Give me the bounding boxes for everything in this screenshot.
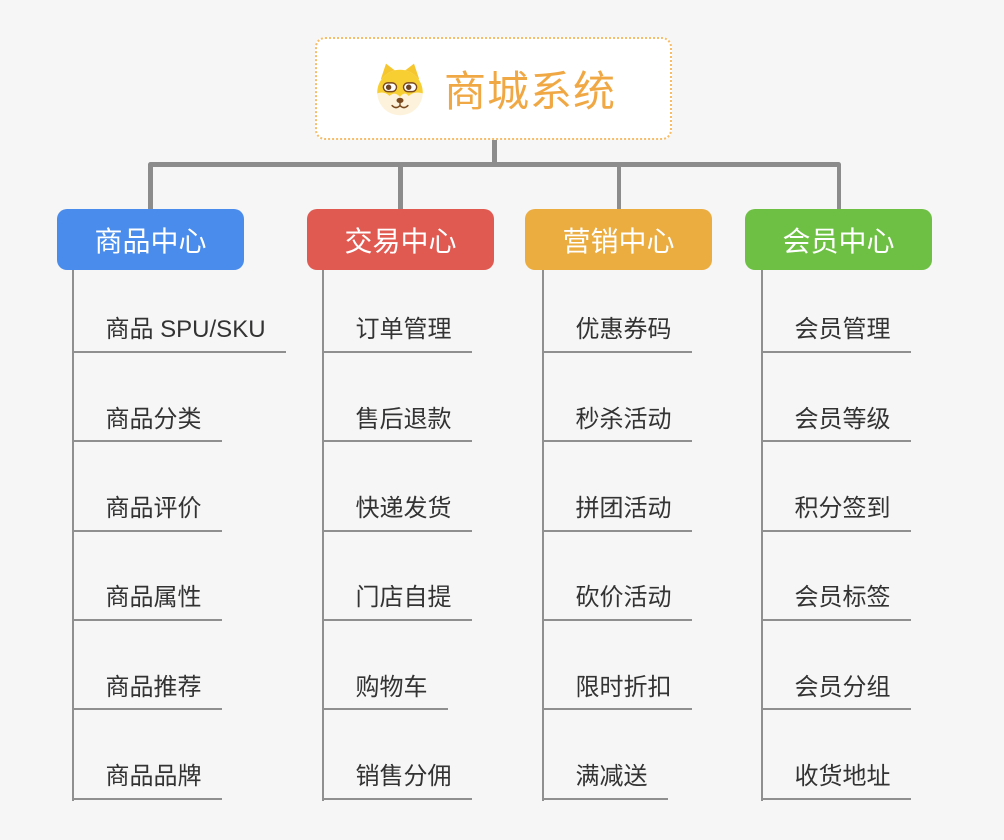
leaf-node-coupon-code[interactable]: 优惠券码: [541, 316, 692, 353]
dog-face-icon: [371, 61, 429, 117]
connector-spine-marketing: [541, 270, 544, 801]
leaf-row: 会员分组: [760, 621, 911, 711]
leaf-node-member-group[interactable]: 会员分组: [760, 674, 911, 711]
leaf-column-trade: 订单管理 售后退款 快递发货 门店自提 购物车 销售分佣: [321, 264, 472, 800]
connector-drop-trade: [398, 164, 403, 210]
leaf-node-shopping-cart[interactable]: 购物车: [321, 674, 448, 711]
leaf-row: 会员等级: [760, 353, 911, 443]
leaf-row: 拼团活动: [541, 442, 692, 532]
leaf-node-member-management[interactable]: 会员管理: [760, 316, 911, 353]
leaf-node-express-shipping[interactable]: 快递发货: [321, 495, 472, 532]
leaf-row: 满减送: [541, 710, 692, 800]
leaf-row: 商品属性: [71, 532, 286, 622]
leaf-node-product-brand[interactable]: 商品品牌: [71, 763, 222, 800]
connector-drop-member: [836, 164, 841, 210]
leaf-node-full-reduction[interactable]: 满减送: [541, 763, 668, 800]
branch-node-trade-center[interactable]: 交易中心: [307, 209, 494, 270]
leaf-row: 商品品牌: [71, 710, 286, 800]
connector-horizontal-bar: [148, 162, 841, 167]
connector-spine-member: [760, 270, 763, 801]
leaf-row: 快递发货: [321, 442, 472, 532]
leaf-node-store-pickup[interactable]: 门店自提: [321, 584, 472, 622]
connector-spine-product: [71, 270, 74, 801]
branch-node-marketing-center[interactable]: 营销中心: [525, 209, 712, 270]
root-title: 商城系统: [443, 68, 616, 115]
leaf-row: 商品 SPU/SKU: [71, 264, 286, 353]
leaf-row: 秒杀活动: [541, 353, 692, 443]
leaf-node-flash-sale[interactable]: 秒杀活动: [541, 406, 692, 443]
leaf-node-aftersale-refund[interactable]: 售后退款: [321, 406, 472, 443]
leaf-row: 砍价活动: [541, 532, 692, 622]
leaf-row: 积分签到: [760, 442, 911, 532]
leaf-node-product-attribute[interactable]: 商品属性: [71, 584, 222, 622]
connector-drop-marketing: [616, 164, 621, 210]
leaf-node-product-category[interactable]: 商品分类: [71, 406, 222, 443]
leaf-column-member: 会员管理 会员等级 积分签到 会员标签 会员分组 收货地址: [760, 264, 911, 800]
leaf-node-points-checkin[interactable]: 积分签到: [760, 495, 911, 532]
leaf-column-product: 商品 SPU/SKU 商品分类 商品评价 商品属性 商品推荐 商品品牌: [71, 264, 286, 800]
leaf-node-member-level[interactable]: 会员等级: [760, 406, 911, 443]
leaf-node-member-tag[interactable]: 会员标签: [760, 584, 911, 622]
leaf-row: 商品评价: [71, 442, 286, 532]
leaf-row: 售后退款: [321, 353, 472, 443]
branch-node-member-center[interactable]: 会员中心: [745, 209, 932, 270]
leaf-node-time-discount[interactable]: 限时折扣: [541, 674, 692, 711]
leaf-node-bargain[interactable]: 砍价活动: [541, 584, 692, 622]
connector-root-stub: [492, 140, 497, 164]
leaf-row: 订单管理: [321, 264, 472, 353]
leaf-node-order-management[interactable]: 订单管理: [321, 316, 472, 353]
leaf-row: 会员管理: [760, 264, 911, 353]
connector-spine-trade: [321, 270, 324, 801]
leaf-node-shipping-address[interactable]: 收货地址: [760, 763, 911, 800]
leaf-node-product-review[interactable]: 商品评价: [71, 495, 222, 532]
leaf-row: 销售分佣: [321, 710, 472, 800]
leaf-node-product-recommend[interactable]: 商品推荐: [71, 674, 222, 711]
leaf-column-marketing: 优惠券码 秒杀活动 拼团活动 砍价活动 限时折扣 满减送: [541, 264, 692, 800]
leaf-node-group-buy[interactable]: 拼团活动: [541, 495, 692, 532]
connector-drop-product: [148, 164, 153, 210]
leaf-node-product-spu-sku[interactable]: 商品 SPU/SKU: [71, 316, 286, 353]
leaf-row: 收货地址: [760, 710, 911, 800]
leaf-row: 门店自提: [321, 532, 472, 622]
root-node[interactable]: 商城系统: [315, 37, 672, 140]
leaf-row: 优惠券码: [541, 264, 692, 353]
leaf-row: 限时折扣: [541, 621, 692, 711]
leaf-row: 购物车: [321, 621, 472, 711]
leaf-row: 商品分类: [71, 353, 286, 443]
leaf-row: 会员标签: [760, 532, 911, 622]
leaf-node-sales-commission[interactable]: 销售分佣: [321, 763, 472, 800]
leaf-row: 商品推荐: [71, 621, 286, 711]
branch-node-product-center[interactable]: 商品中心: [57, 209, 244, 270]
